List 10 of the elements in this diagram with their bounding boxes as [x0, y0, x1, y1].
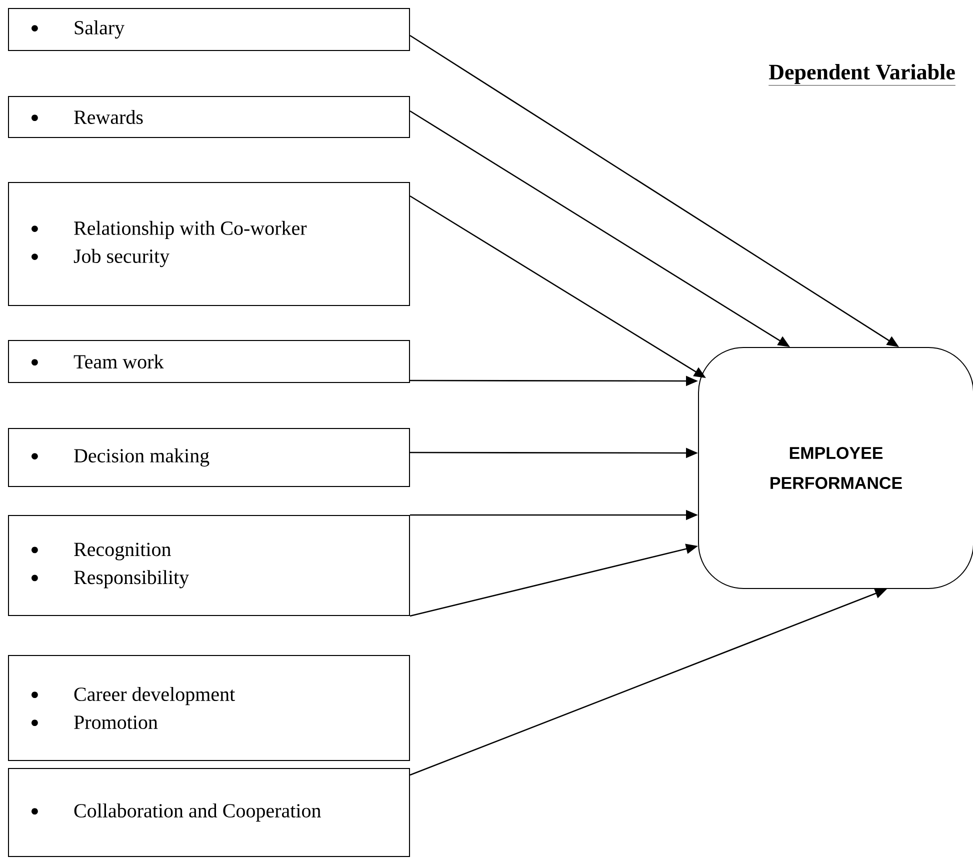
bullet-box: Rewards	[8, 96, 410, 138]
bullet-box: Career development Promotion	[8, 655, 410, 761]
bullet-box: Team work	[8, 340, 410, 383]
bullet-box: Salary	[8, 8, 410, 51]
bullet-box: Recognition Responsibility	[8, 515, 410, 616]
bullet-box: Decision making	[8, 428, 410, 487]
bullet-box: Relationship with Co-worker Job security	[8, 182, 410, 306]
rounded-box: EMPLOYEE PERFORMANCE	[698, 347, 973, 589]
bullet-box: Collaboration and Cooperation	[8, 768, 410, 857]
heading: Dependent Variable	[768, 64, 956, 86]
